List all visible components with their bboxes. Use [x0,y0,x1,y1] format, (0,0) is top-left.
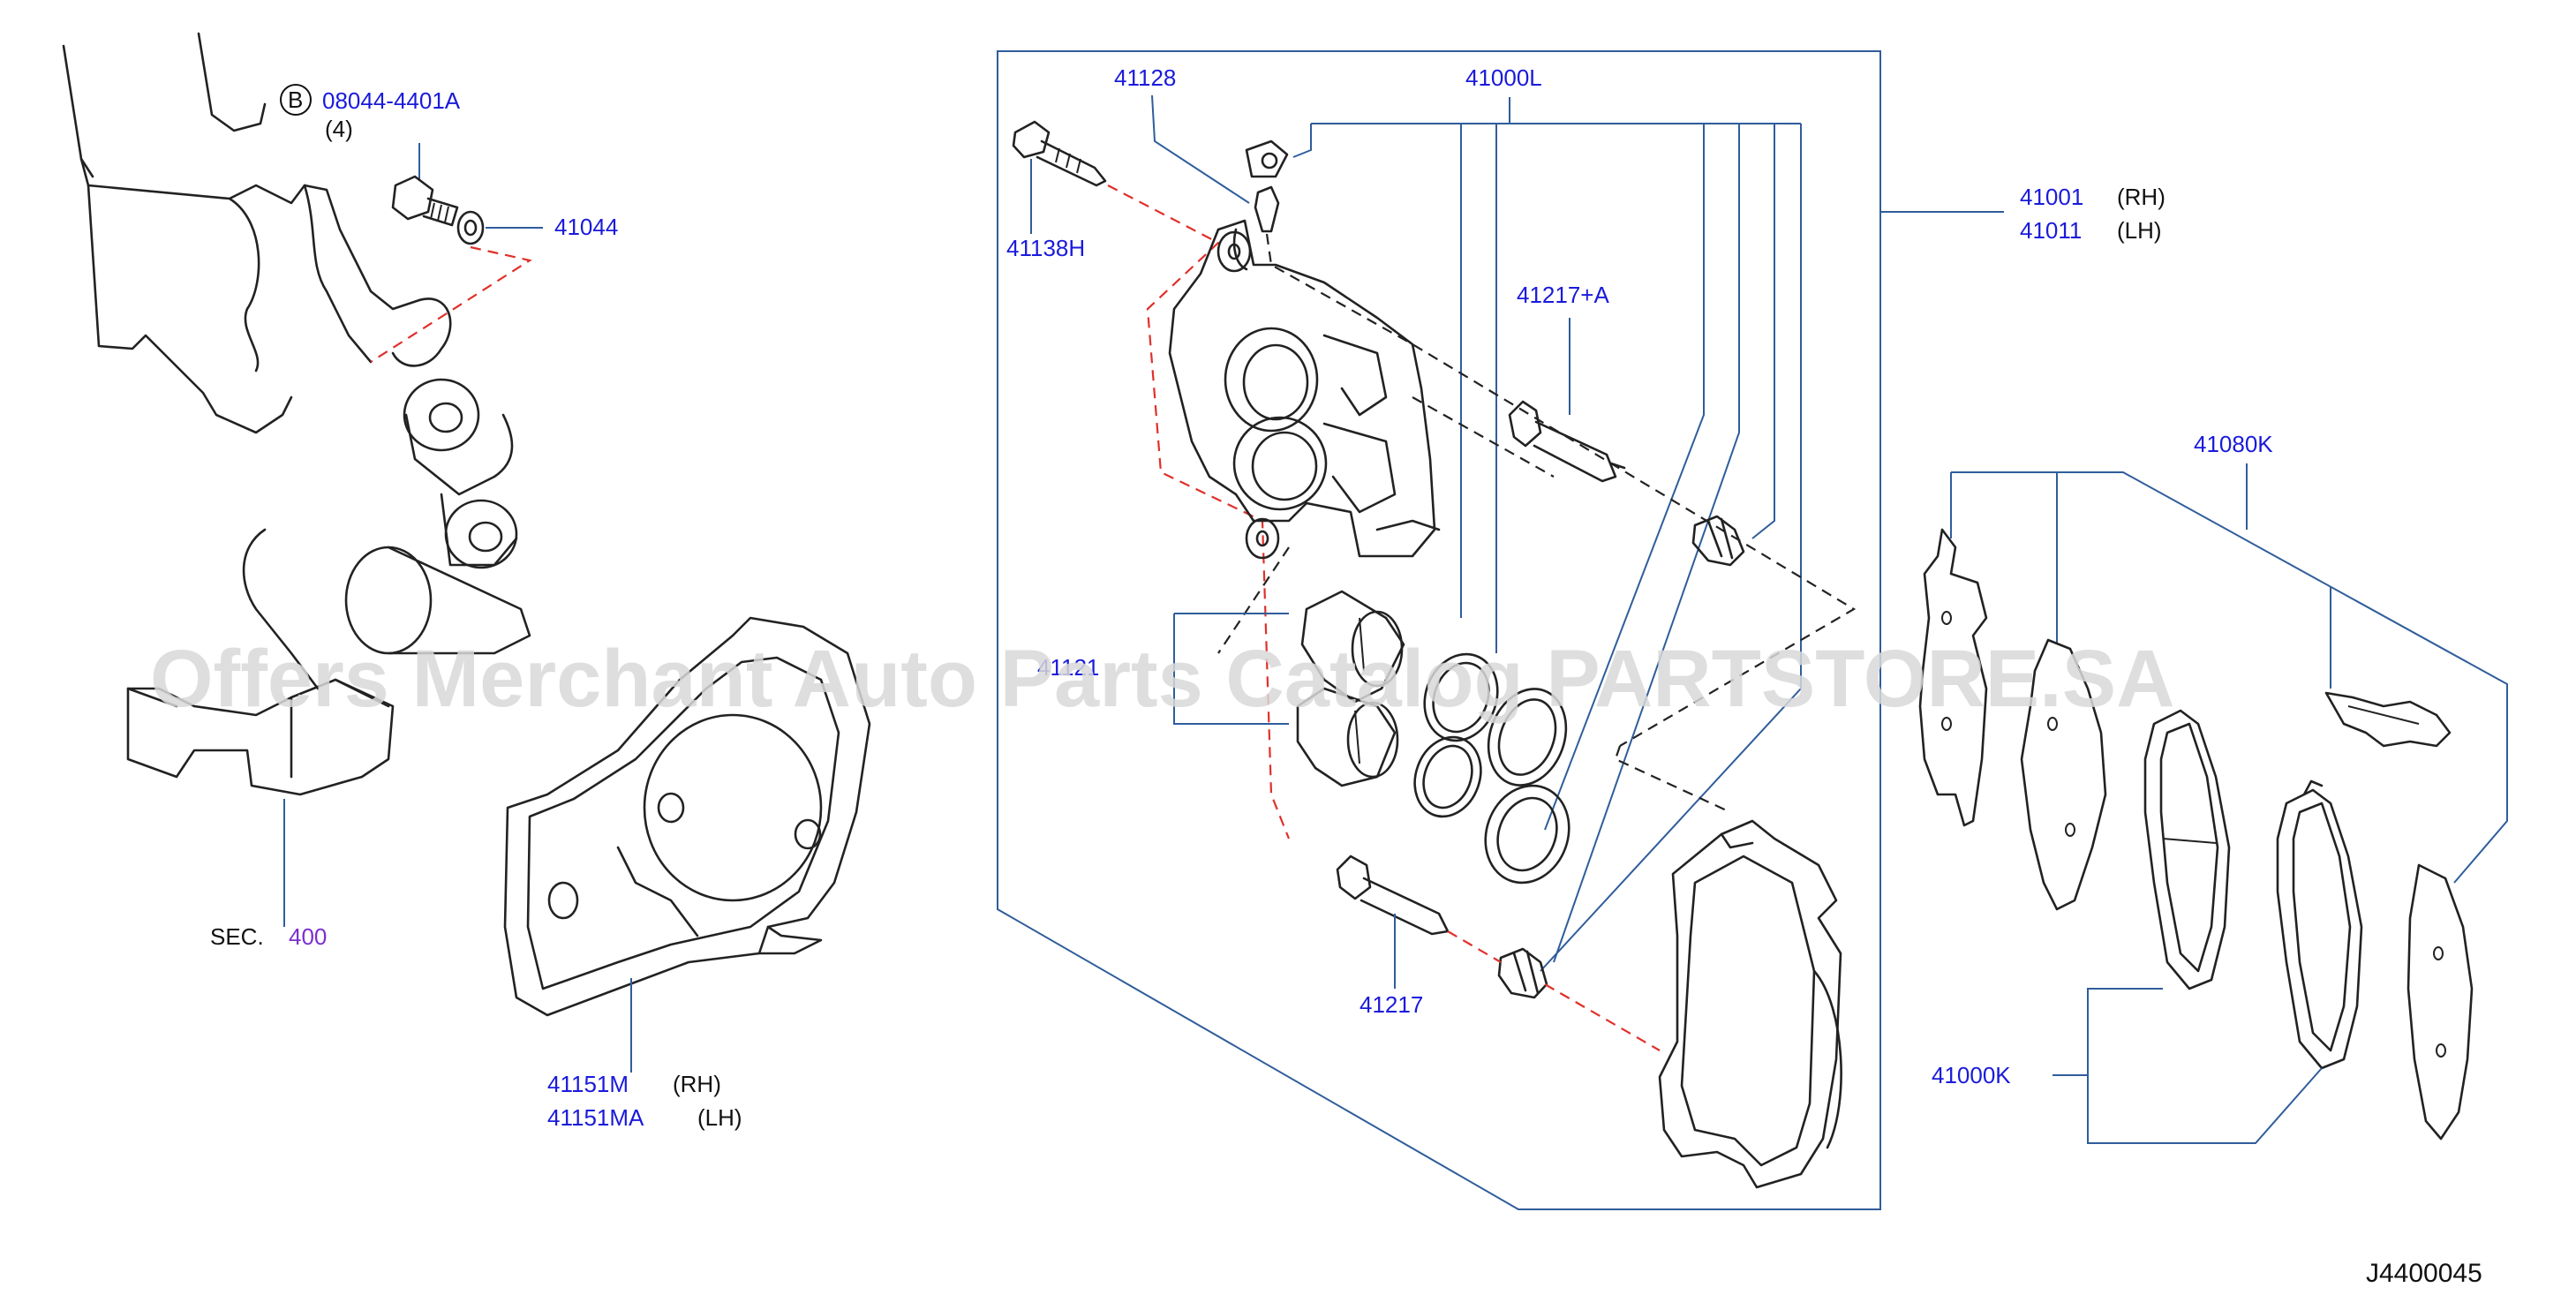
shim-kit-number[interactable]: 41080K [2194,431,2273,457]
pad-kit-bracket [2053,988,2323,1144]
steering-knuckle-drawing [62,32,531,796]
knuckle-sec-link[interactable]: 400 [289,923,327,950]
caliper-assembly-frame [997,50,1881,1210]
caliper-kit-leaders [1292,97,1802,972]
bolt-b-marker-circle [280,84,312,116]
caliper-rh-side: (RH) [2117,184,2165,210]
baffle-rh-side: (RH) [673,1071,721,1097]
baffle-lh-side: (LH) [697,1104,742,1131]
baffle-rh-number[interactable]: 41151M [547,1071,629,1097]
caliper-body-drawing [1168,219,1441,560]
anti-rattle-clip-drawing [2324,691,2452,748]
bolt-b-marker: B [288,87,303,113]
caliper-dash-line-b [1217,546,1290,654]
pin-boot-icon [1497,947,1548,999]
bolt-alignment-line [370,245,532,363]
pistons-drawing [1296,590,1405,787]
inner-shim-drawing [2020,638,2107,911]
piston-bracket [1173,613,1289,725]
bleeder-screw-icon [1245,139,1289,233]
caliper-kit-number[interactable]: 41000L [1465,64,1542,91]
knuckle-sec-prefix: SEC. [210,923,264,950]
bleeder-leader [1151,94,1250,204]
brake-pad-a-drawing [2143,709,2231,990]
caliper-dash-line-a [1265,233,1857,747]
pin-boot-a-icon [1691,515,1745,567]
washer-part-number[interactable]: 41044 [554,214,618,240]
bleeder-part-number[interactable]: 41128 [1114,64,1176,91]
caliper-rh-number[interactable]: 41001 [2020,184,2083,210]
guide-pin-a-icon [1508,400,1626,483]
piston-seals-drawing [1413,652,1570,885]
caliper-bracket-drawing [1658,819,1842,1189]
washer-icon [456,210,485,245]
baffle-lh-number[interactable]: 41151MA [547,1104,644,1131]
bracket-dash-line [1614,745,1731,813]
guide-pin-bolt-number[interactable]: 41138H [1006,235,1085,261]
pin-a-number[interactable]: 41217+A [1517,282,1609,308]
guide-pin-bolt-icon [1012,120,1107,187]
pad-shim-outer-drawing [2407,863,2474,1141]
caliper-lh-side: (LH) [2117,217,2162,244]
pin-red-guide-line [1447,930,1661,1051]
piston-number[interactable]: 41121 [1037,654,1099,681]
watermark: Offers Merchant Auto Parts Catalog PARTS… [150,634,2175,724]
shim-kit-leaders [1950,463,2508,884]
outer-shim-drawing [1918,528,1988,827]
mounting-bolt-icon [391,175,459,227]
guide-pin-icon [1336,855,1450,936]
caliper-dash-line-c [1412,396,1555,478]
pin-number[interactable]: 41217 [1360,991,1423,1018]
caliper-lh-number[interactable]: 41011 [2020,217,2082,244]
caliper-red-guide-line [1107,184,1291,839]
bolt-b-qty: (4) [325,116,353,142]
bolt-b-code[interactable]: 08044-4401A [322,87,461,114]
baffle-plate-drawing [503,616,871,1017]
diagram-code: J4400045 [2366,1259,2482,1288]
pad-kit-number[interactable]: 41000K [1932,1062,2011,1088]
brake-pad-b-drawing [2276,779,2363,1070]
